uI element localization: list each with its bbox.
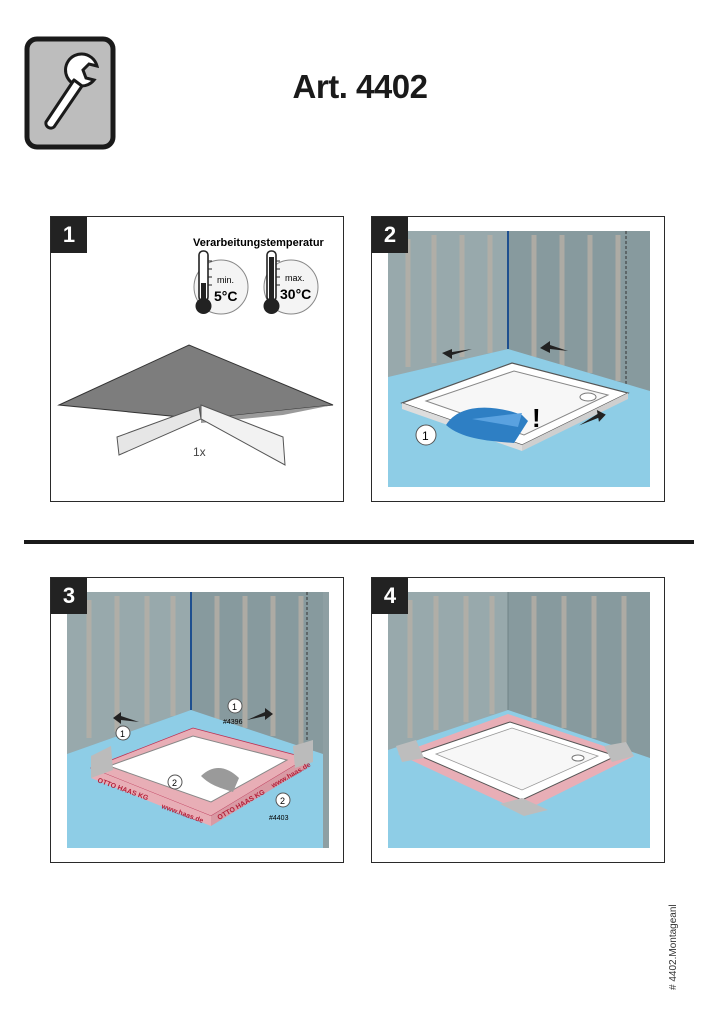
step-1-panel: 1 Verarbeitungstemperatur min. 5°C max. … — [50, 216, 344, 502]
callout-1: 1 — [120, 729, 125, 739]
installed-tray-illustration — [388, 592, 650, 848]
step-number: 1 — [51, 217, 87, 253]
seal-tape-application-illustration: OTTO HAAS KG www.haas.de OTTO HAAS KG ww… — [67, 592, 329, 848]
section-divider — [24, 540, 694, 544]
step-number: 4 — [372, 578, 408, 614]
arrow-icon — [442, 341, 606, 426]
corner-seal-piece-illustration — [57, 344, 334, 466]
thermometer-max-icon — [263, 250, 319, 315]
page-title: Art. 4402 — [292, 68, 428, 105]
document-id: # 4402.Montageanl — [668, 904, 679, 990]
step-number: 2 — [372, 217, 408, 253]
shower-tray-cleaning-illustration: ! 1 — [388, 231, 650, 487]
temperature-heading: Verarbeitungstemperatur — [193, 237, 325, 249]
callout-1: 1 — [422, 429, 429, 443]
step-4-panel: 4 — [371, 577, 665, 863]
quantity-label: 1x — [193, 445, 206, 459]
step-number: 3 — [51, 578, 87, 614]
max-value: 30°C — [280, 286, 311, 302]
warning-mark: ! — [532, 403, 541, 433]
callout-1: 1 — [232, 702, 237, 712]
arrow-icon — [113, 708, 273, 724]
min-label: min. — [217, 275, 234, 285]
article-code: #4396 — [223, 719, 243, 726]
callout-2: 2 — [280, 796, 285, 806]
thermometer-min-icon — [193, 250, 249, 315]
article-code: #4403 — [269, 815, 289, 822]
step-2-panel: ! 1 2 — [371, 216, 665, 502]
max-label: max. — [285, 273, 305, 283]
callout-2: 2 — [172, 778, 177, 788]
min-value: 5°C — [214, 288, 238, 304]
step-3-panel: OTTO HAAS KG www.haas.de OTTO HAAS KG ww… — [50, 577, 344, 863]
wrench-icon — [24, 36, 116, 150]
